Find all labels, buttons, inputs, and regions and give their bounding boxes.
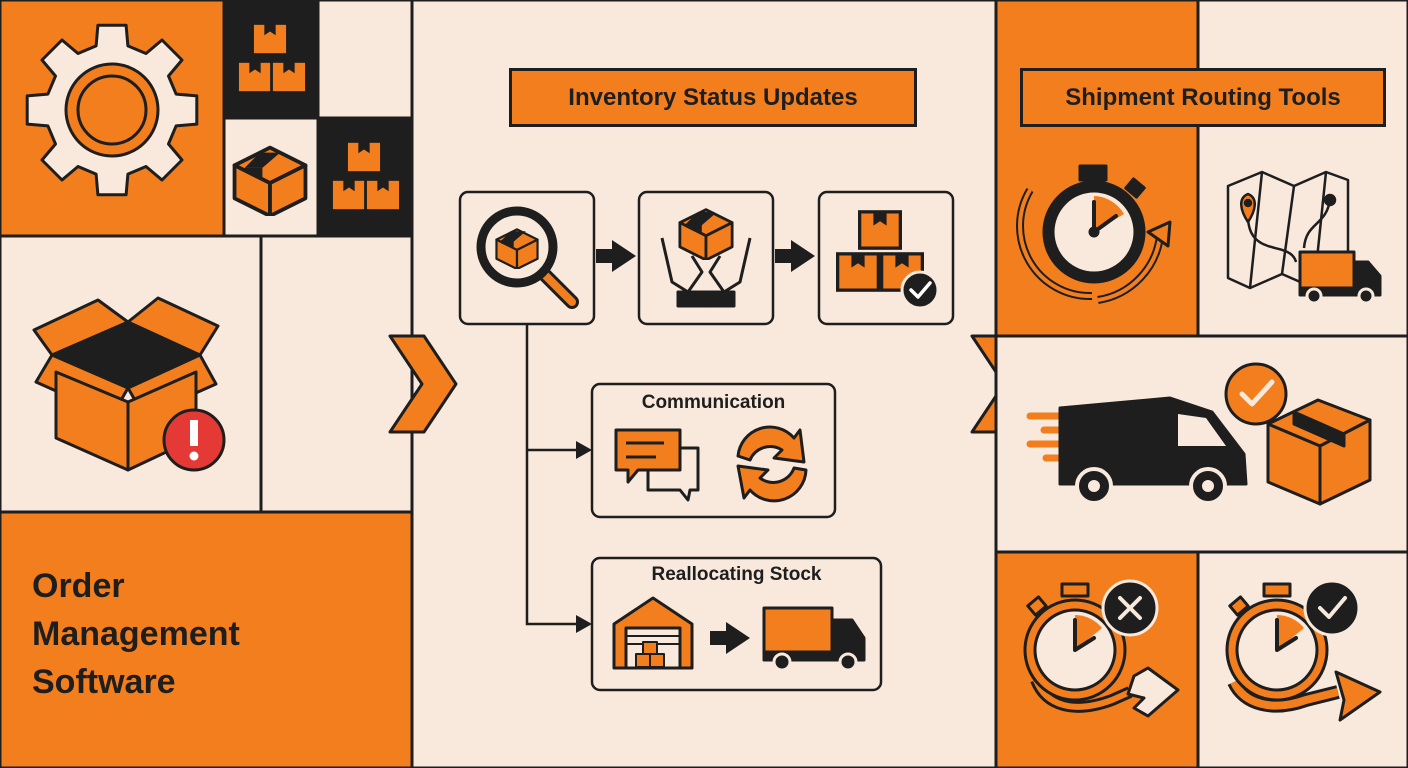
order-management-title-line: Management — [32, 615, 240, 653]
boxes-check-icon — [836, 210, 940, 310]
order-management-title: Order Management Software — [32, 562, 240, 706]
connector-lines — [525, 324, 578, 626]
reallocating-stock-label: Reallocating Stock — [651, 564, 822, 585]
open-box-alert-icon — [32, 296, 226, 472]
hands-box-icon — [660, 208, 752, 308]
gear-icon — [25, 23, 199, 197]
sync-icon — [736, 425, 808, 503]
order-management-title-line: Order — [32, 567, 125, 605]
connector-arrowheads — [576, 441, 592, 633]
delivery-van-icon — [1026, 396, 1248, 505]
order-management-title-line: Software — [32, 663, 176, 701]
stopwatch-fail-icon — [1023, 579, 1180, 718]
warehouse-icon — [612, 596, 694, 670]
box-check-icon — [1224, 362, 1372, 506]
stopwatch-icon — [1016, 164, 1172, 304]
communication-label: Communication — [641, 392, 786, 413]
flow-arrows — [596, 240, 815, 654]
shipment-routing-title: Shipment Routing Tools — [1020, 68, 1386, 127]
inventory-status-title: Inventory Status Updates — [509, 68, 917, 127]
chat-icon — [614, 428, 700, 502]
truck-icon — [762, 606, 866, 672]
stopwatch-success-icon — [1225, 579, 1382, 722]
magnifier-box-icon — [476, 206, 579, 309]
truck-icon — [1298, 250, 1382, 305]
